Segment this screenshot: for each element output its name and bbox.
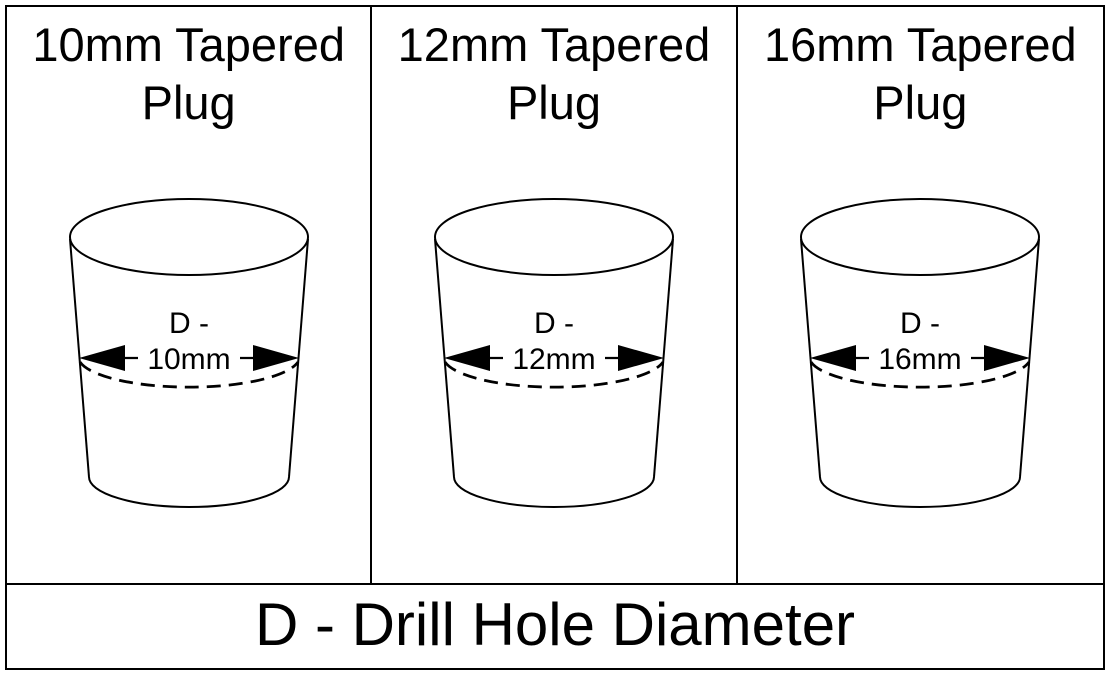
arrowhead-right-icon	[984, 345, 1031, 371]
dim-prefix-label: D -	[534, 307, 574, 340]
dim-value-label: 12mm	[512, 343, 595, 376]
plug-title-10mm: 10mm Tapered Plug	[32, 18, 345, 129]
footer-legend: D - Drill Hole Diameter	[7, 583, 1103, 668]
arrowhead-right-icon	[617, 345, 664, 371]
plug-title-16mm: 16mm Tapered Plug	[764, 18, 1077, 129]
dim-value-label: 10mm	[147, 343, 230, 376]
drill-depth-dashed-arc	[443, 361, 665, 389]
arrowhead-left-icon	[443, 345, 490, 371]
drill-depth-dashed-arc	[78, 361, 299, 389]
diagram-frame: 10mm Tapered Plug D - 10mm 12mm Tapered …	[5, 5, 1105, 670]
column-10mm-plug: 10mm Tapered Plug D - 10mm	[7, 7, 373, 583]
tapered-plug-drawing-12mm: D - 12mm	[433, 198, 674, 508]
plug-title-12mm: 12mm Tapered Plug	[397, 18, 711, 129]
column-12mm-plug: 12mm Tapered Plug D - 12mm	[372, 7, 738, 583]
drill-depth-dashed-arc	[810, 361, 1031, 389]
dim-prefix-label: D -	[169, 307, 209, 340]
arrowhead-right-icon	[252, 345, 299, 371]
column-16mm-plug: 16mm Tapered Plug D - 16mm	[738, 7, 1103, 583]
dim-prefix-label: D -	[900, 307, 940, 340]
tapered-plug-drawing-16mm: D - 16mm	[800, 198, 1041, 508]
tapered-plug-drawing-10mm: D - 10mm	[68, 198, 309, 508]
arrowhead-left-icon	[78, 345, 125, 371]
dim-value-label: 16mm	[879, 343, 962, 376]
arrowhead-left-icon	[810, 345, 857, 371]
